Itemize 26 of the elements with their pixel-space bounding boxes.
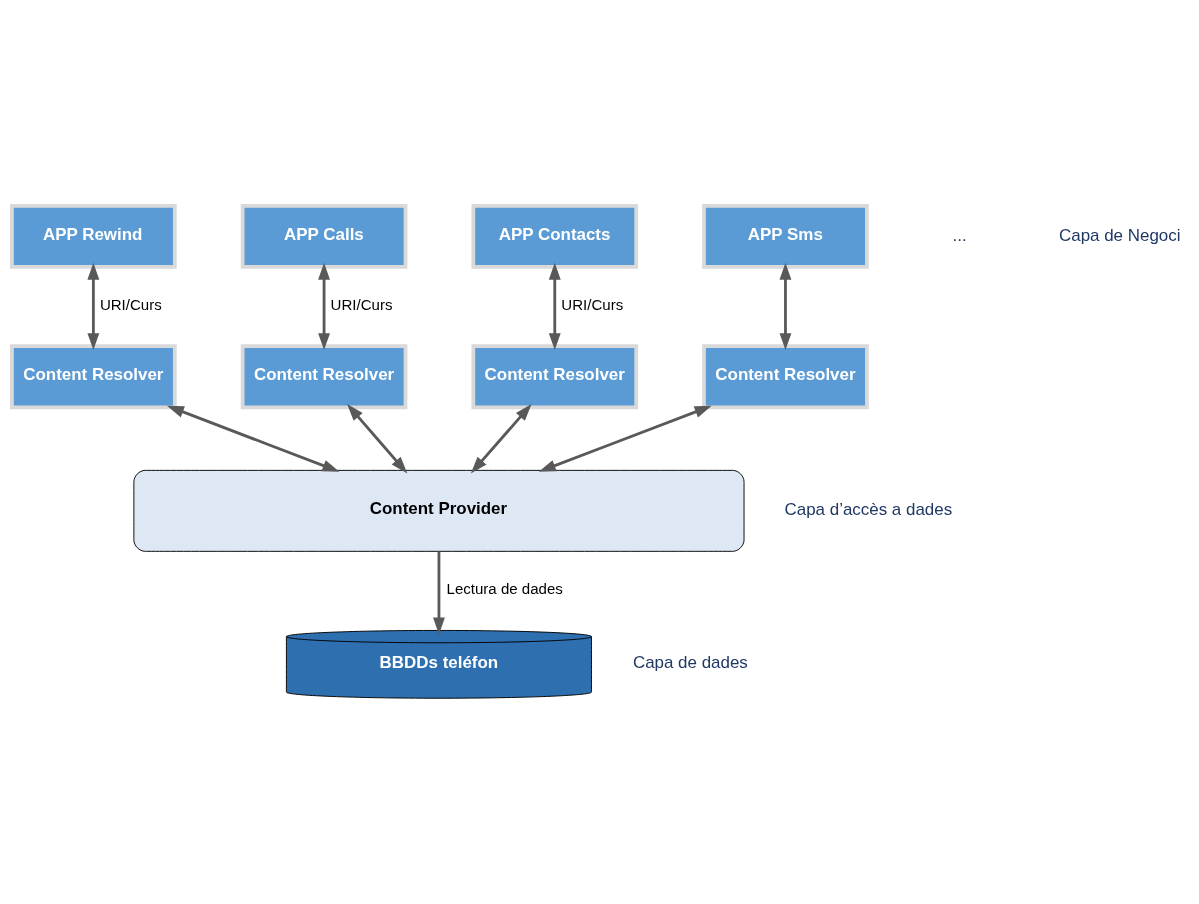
edge-label: Lectura de dades xyxy=(446,580,563,598)
node-box: APP Calls xyxy=(240,203,408,269)
arrow xyxy=(538,405,712,472)
arrow xyxy=(548,262,561,351)
node-box: Content Resolver xyxy=(240,344,408,410)
label: Capa de dades xyxy=(632,653,748,673)
arrow xyxy=(470,404,532,474)
arrow xyxy=(433,551,445,635)
node-box: Content Resolver xyxy=(10,344,177,410)
edge-label: URI/Curs xyxy=(330,296,393,314)
arrow xyxy=(166,405,340,472)
arrow xyxy=(779,262,792,351)
edge-label: URI/Curs xyxy=(561,296,624,314)
node-box: Content Resolver xyxy=(471,344,639,410)
arrow xyxy=(318,262,330,351)
label: ... xyxy=(952,225,967,245)
label: Capa d’accès a dades xyxy=(784,499,953,519)
node-box: APP Sms xyxy=(702,203,869,269)
node-box: APP Rewind xyxy=(10,203,177,269)
node-box: APP Contacts xyxy=(471,203,639,269)
arrow xyxy=(347,404,408,474)
edge-label: URI/Curs xyxy=(99,296,162,314)
label: Capa de Negoci xyxy=(1059,225,1181,245)
node-box: Content Provider xyxy=(133,469,745,552)
arrow xyxy=(87,262,100,351)
node-box: Content Resolver xyxy=(702,344,869,410)
